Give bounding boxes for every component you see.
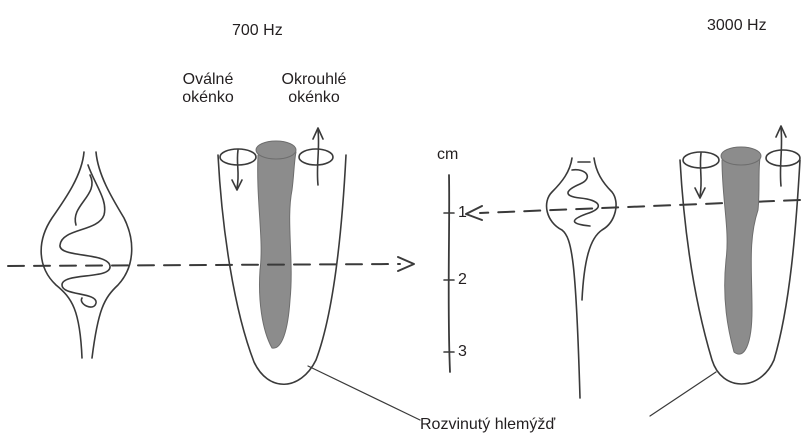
oval-window-label-line1: Oválné [168,71,248,89]
oval-window-label: Oválné okénko [168,71,248,107]
cochlea-caption: Rozvinutý hlemýžď [420,416,555,434]
leader-line-right [650,372,716,416]
frequency-label-700hz: 700 Hz [232,22,283,40]
round-window-label: Okrouhlé okénko [266,71,362,107]
scale-tick-1-label: 1 [458,204,467,222]
membrane-wave-700hz [41,152,132,358]
cochlea-tube-700hz [218,128,346,384]
leader-line-left [308,366,420,420]
cm-scale [444,175,454,372]
scale-unit-label: cm [437,146,458,164]
membrane-wave-3000hz [547,158,617,398]
round-window-label-line2: okénko [266,89,362,107]
cochlea-tube-3000hz [680,126,800,384]
oval-window-label-line2: okénko [168,89,248,107]
round-window-label-line1: Okrouhlé [266,71,362,89]
scale-tick-3-label: 3 [458,343,467,361]
scale-tick-2-label: 2 [458,271,467,289]
frequency-label-3000hz: 3000 Hz [707,17,767,35]
dashed-arrow-700hz [8,264,400,266]
